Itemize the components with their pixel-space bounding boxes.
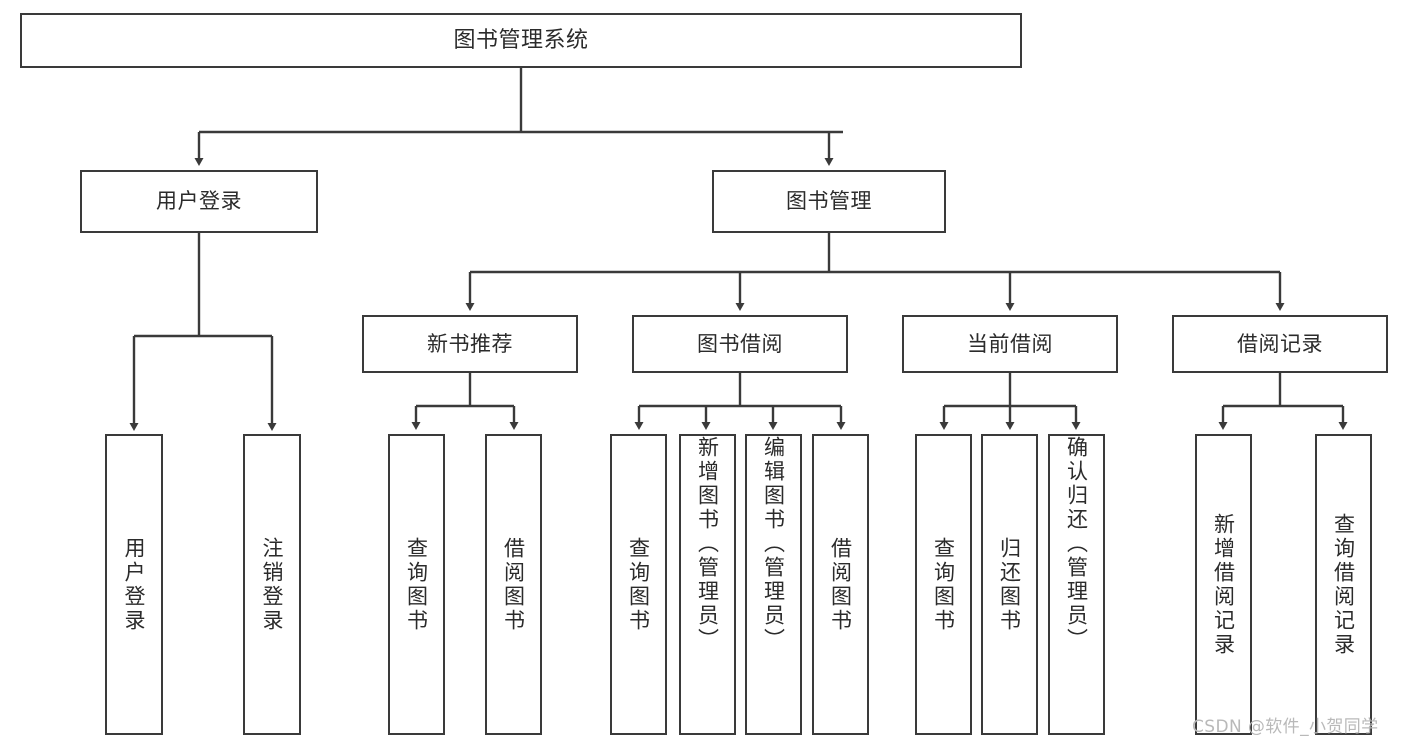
leaf-borrow-add-book[interactable]: 新增图书（管理员） [679, 434, 736, 735]
leaf-current-query-book-label: 查询图书 [931, 536, 956, 633]
leaf-user-login-login[interactable]: 用户登录 [105, 434, 163, 735]
leaf-recommend-query-book-label: 查询图书 [404, 536, 429, 633]
leaf-borrow-borrow-book-label: 借阅图书 [828, 536, 853, 633]
leaf-record-query-record[interactable]: 查询借阅记录 [1315, 434, 1372, 735]
leaf-borrow-edit-book[interactable]: 编辑图书（管理员） [745, 434, 802, 735]
leaf-record-add-record[interactable]: 新增借阅记录 [1195, 434, 1252, 735]
node-book-management-label: 图书管理 [786, 189, 872, 214]
leaf-current-confirm-return[interactable]: 确认归还（管理员） [1048, 434, 1105, 735]
node-borrow-record[interactable]: 借阅记录 [1172, 315, 1388, 373]
node-new-book-recommend[interactable]: 新书推荐 [362, 315, 578, 373]
node-book-borrow-label: 图书借阅 [697, 331, 783, 356]
leaf-current-return-book-label: 归还图书 [997, 536, 1022, 633]
watermark: CSDN @软件_小贺同学 [1192, 717, 1379, 737]
leaf-user-login-logout[interactable]: 注销登录 [243, 434, 301, 735]
leaf-current-confirm-return-label: 确认归还（管理员） [1064, 436, 1089, 652]
node-new-book-recommend-label: 新书推荐 [427, 331, 513, 356]
leaf-borrow-query-book-label: 查询图书 [626, 536, 651, 633]
node-root-label: 图书管理系统 [453, 27, 589, 53]
leaf-borrow-add-book-label: 新增图书（管理员） [695, 436, 720, 652]
leaf-record-query-record-label: 查询借阅记录 [1331, 512, 1356, 657]
leaf-borrow-query-book[interactable]: 查询图书 [610, 434, 667, 735]
leaf-borrow-borrow-book[interactable]: 借阅图书 [812, 434, 869, 735]
node-user-login-label: 用户登录 [156, 189, 242, 214]
leaf-record-add-record-label: 新增借阅记录 [1211, 512, 1236, 657]
node-user-login[interactable]: 用户登录 [80, 170, 318, 233]
leaf-user-login-logout-label: 注销登录 [260, 536, 285, 633]
node-current-borrow[interactable]: 当前借阅 [902, 315, 1118, 373]
node-root[interactable]: 图书管理系统 [20, 13, 1022, 68]
leaf-recommend-borrow-book-label: 借阅图书 [501, 536, 526, 633]
leaf-current-return-book[interactable]: 归还图书 [981, 434, 1038, 735]
leaf-recommend-borrow-book[interactable]: 借阅图书 [485, 434, 542, 735]
node-book-borrow[interactable]: 图书借阅 [632, 315, 848, 373]
node-current-borrow-label: 当前借阅 [967, 331, 1053, 356]
node-book-management[interactable]: 图书管理 [712, 170, 946, 233]
leaf-recommend-query-book[interactable]: 查询图书 [388, 434, 445, 735]
node-borrow-record-label: 借阅记录 [1237, 331, 1323, 356]
leaf-borrow-edit-book-label: 编辑图书（管理员） [761, 436, 786, 652]
leaf-current-query-book[interactable]: 查询图书 [915, 434, 972, 735]
leaf-user-login-login-label: 用户登录 [122, 536, 147, 633]
